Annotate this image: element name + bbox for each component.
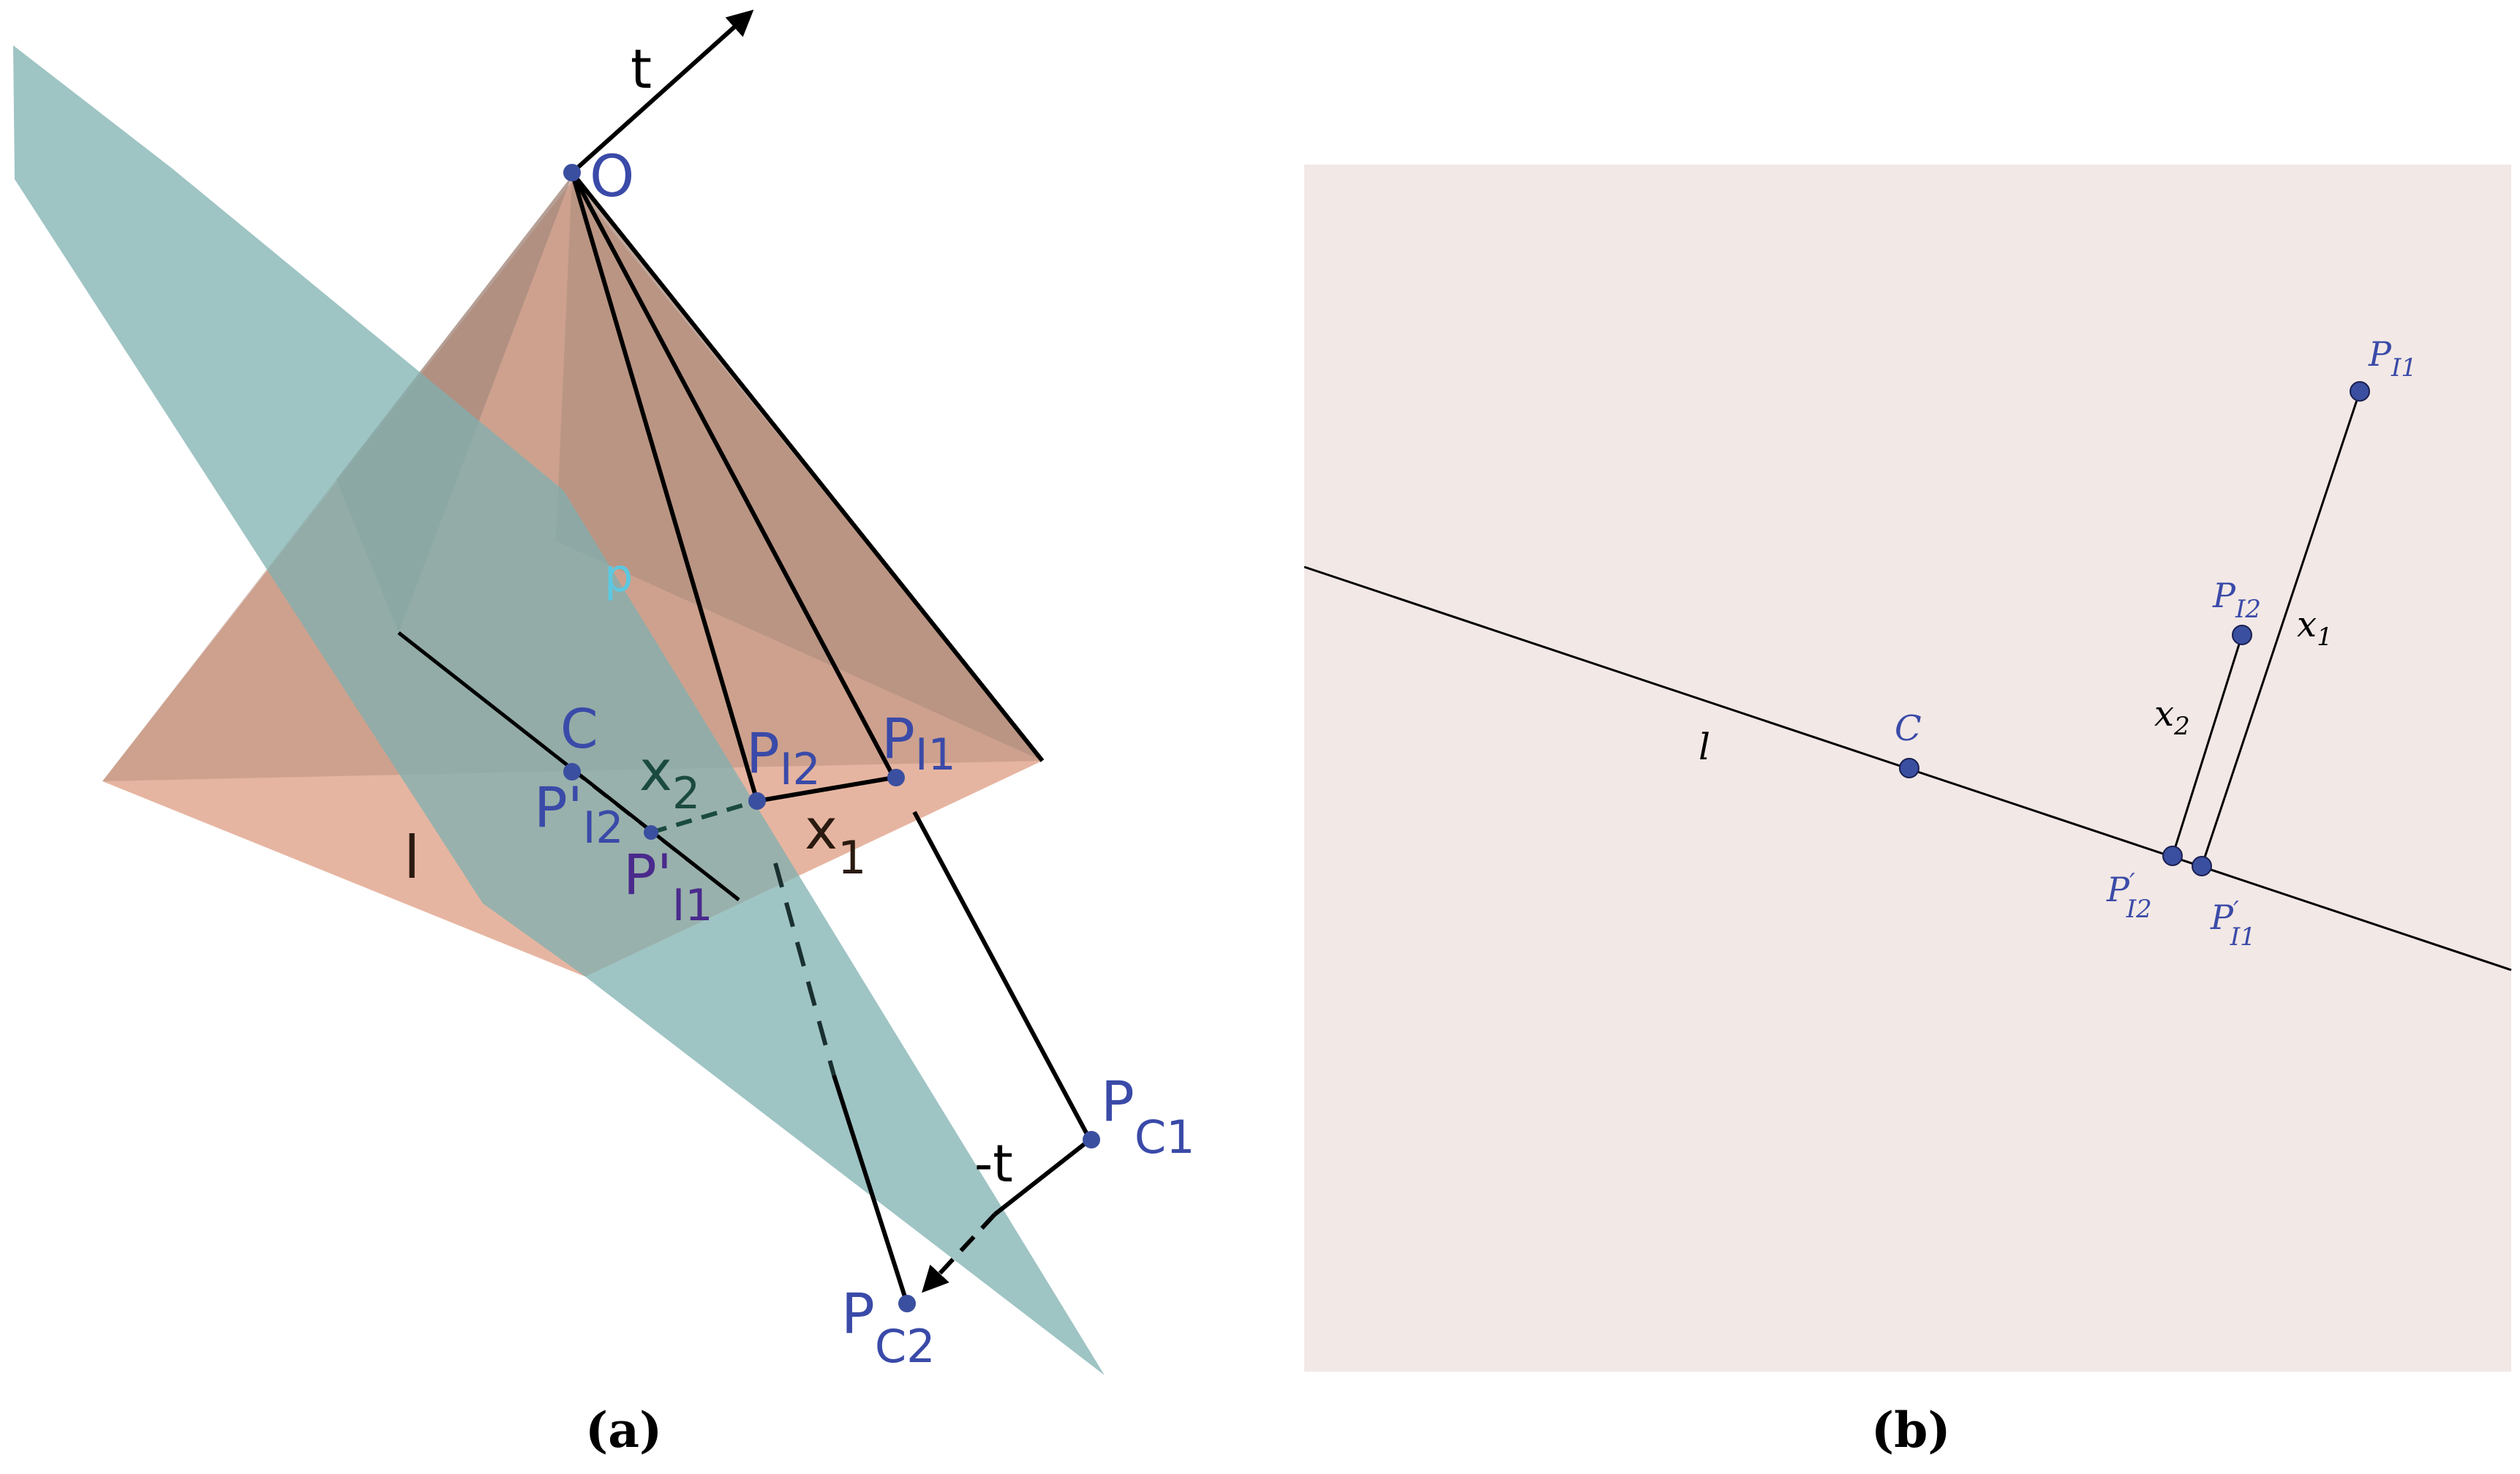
x1-segment-b — [2200, 391, 2361, 867]
label-pp-i1: P'I1 — [623, 842, 713, 931]
label-l: l — [404, 824, 420, 892]
label-pi2: PI2 — [746, 721, 821, 795]
line-o-pi2 — [570, 172, 759, 802]
label-x1: x1 — [805, 797, 866, 884]
label-x2-b: x2 — [2154, 693, 2190, 741]
panel-a: t O p C x2 PI2 PI1 P'I2 P'I1 x1 l PC1 -t… — [13, 10, 1195, 1459]
label-p: p — [604, 549, 633, 602]
line-o-pi1 — [570, 171, 896, 779]
point-c-b — [1899, 758, 1919, 778]
line-l-dashed — [569, 767, 740, 901]
label-x2: x2 — [639, 738, 700, 819]
label-minus-t: -t — [974, 1134, 1013, 1194]
x2-segment-b — [2171, 634, 2243, 857]
label-t: t — [631, 38, 652, 101]
point-c — [563, 763, 581, 781]
label-c-b: C — [1895, 708, 1922, 749]
label-pi2-b: PI2 — [2212, 576, 2261, 624]
point-pc1 — [1083, 1131, 1100, 1148]
label-pp-i1-b: P′I1 — [2210, 896, 2256, 952]
label-pp-i2-b: P′I2 — [2106, 868, 2152, 924]
teal-plane — [13, 45, 1105, 1375]
label-pc1: PC1 — [1101, 1069, 1195, 1164]
line-pi1-pc1 — [912, 811, 1092, 1141]
label-pi1-b: PI1 — [2368, 334, 2417, 383]
panel-b: PI1 PI2 x1 x2 l C P′I2 P′I1 (b) — [1304, 165, 2512, 1459]
t-arrow — [570, 10, 754, 175]
pyramid-face-right — [556, 176, 1042, 761]
label-pi1: PI1 — [881, 706, 956, 781]
point-pi1 — [887, 769, 905, 786]
point-pp-i2-b — [2162, 846, 2183, 866]
label-c: C — [560, 698, 598, 761]
minus-t-arrow-dashed — [922, 1212, 997, 1293]
point-pi1-b — [2350, 381, 2370, 402]
label-pp-i2: P'I2 — [534, 775, 624, 854]
label-o: O — [590, 144, 634, 210]
point-pi2 — [748, 792, 766, 810]
x2-segment — [650, 799, 758, 835]
label-pc2: PC2 — [841, 1281, 936, 1373]
x1-segment — [756, 775, 895, 803]
minus-t-arrow-solid — [993, 1138, 1091, 1217]
line-pi2-pc2-dashed — [773, 862, 836, 1076]
point-pp-i1-b — [2192, 856, 2212, 876]
caption-a: (a) — [585, 1402, 662, 1459]
label-x1-b: x1 — [2297, 604, 2333, 652]
line-pi2-pc2 — [832, 1075, 909, 1304]
label-l-b: l — [1699, 726, 1710, 768]
point-pp-i1 — [644, 825, 658, 840]
point-pi2-b — [2232, 625, 2252, 645]
line-o-pb — [570, 171, 1045, 762]
point-pc2 — [898, 1295, 916, 1312]
point-o — [563, 164, 581, 181]
caption-b: (b) — [1871, 1402, 1951, 1459]
